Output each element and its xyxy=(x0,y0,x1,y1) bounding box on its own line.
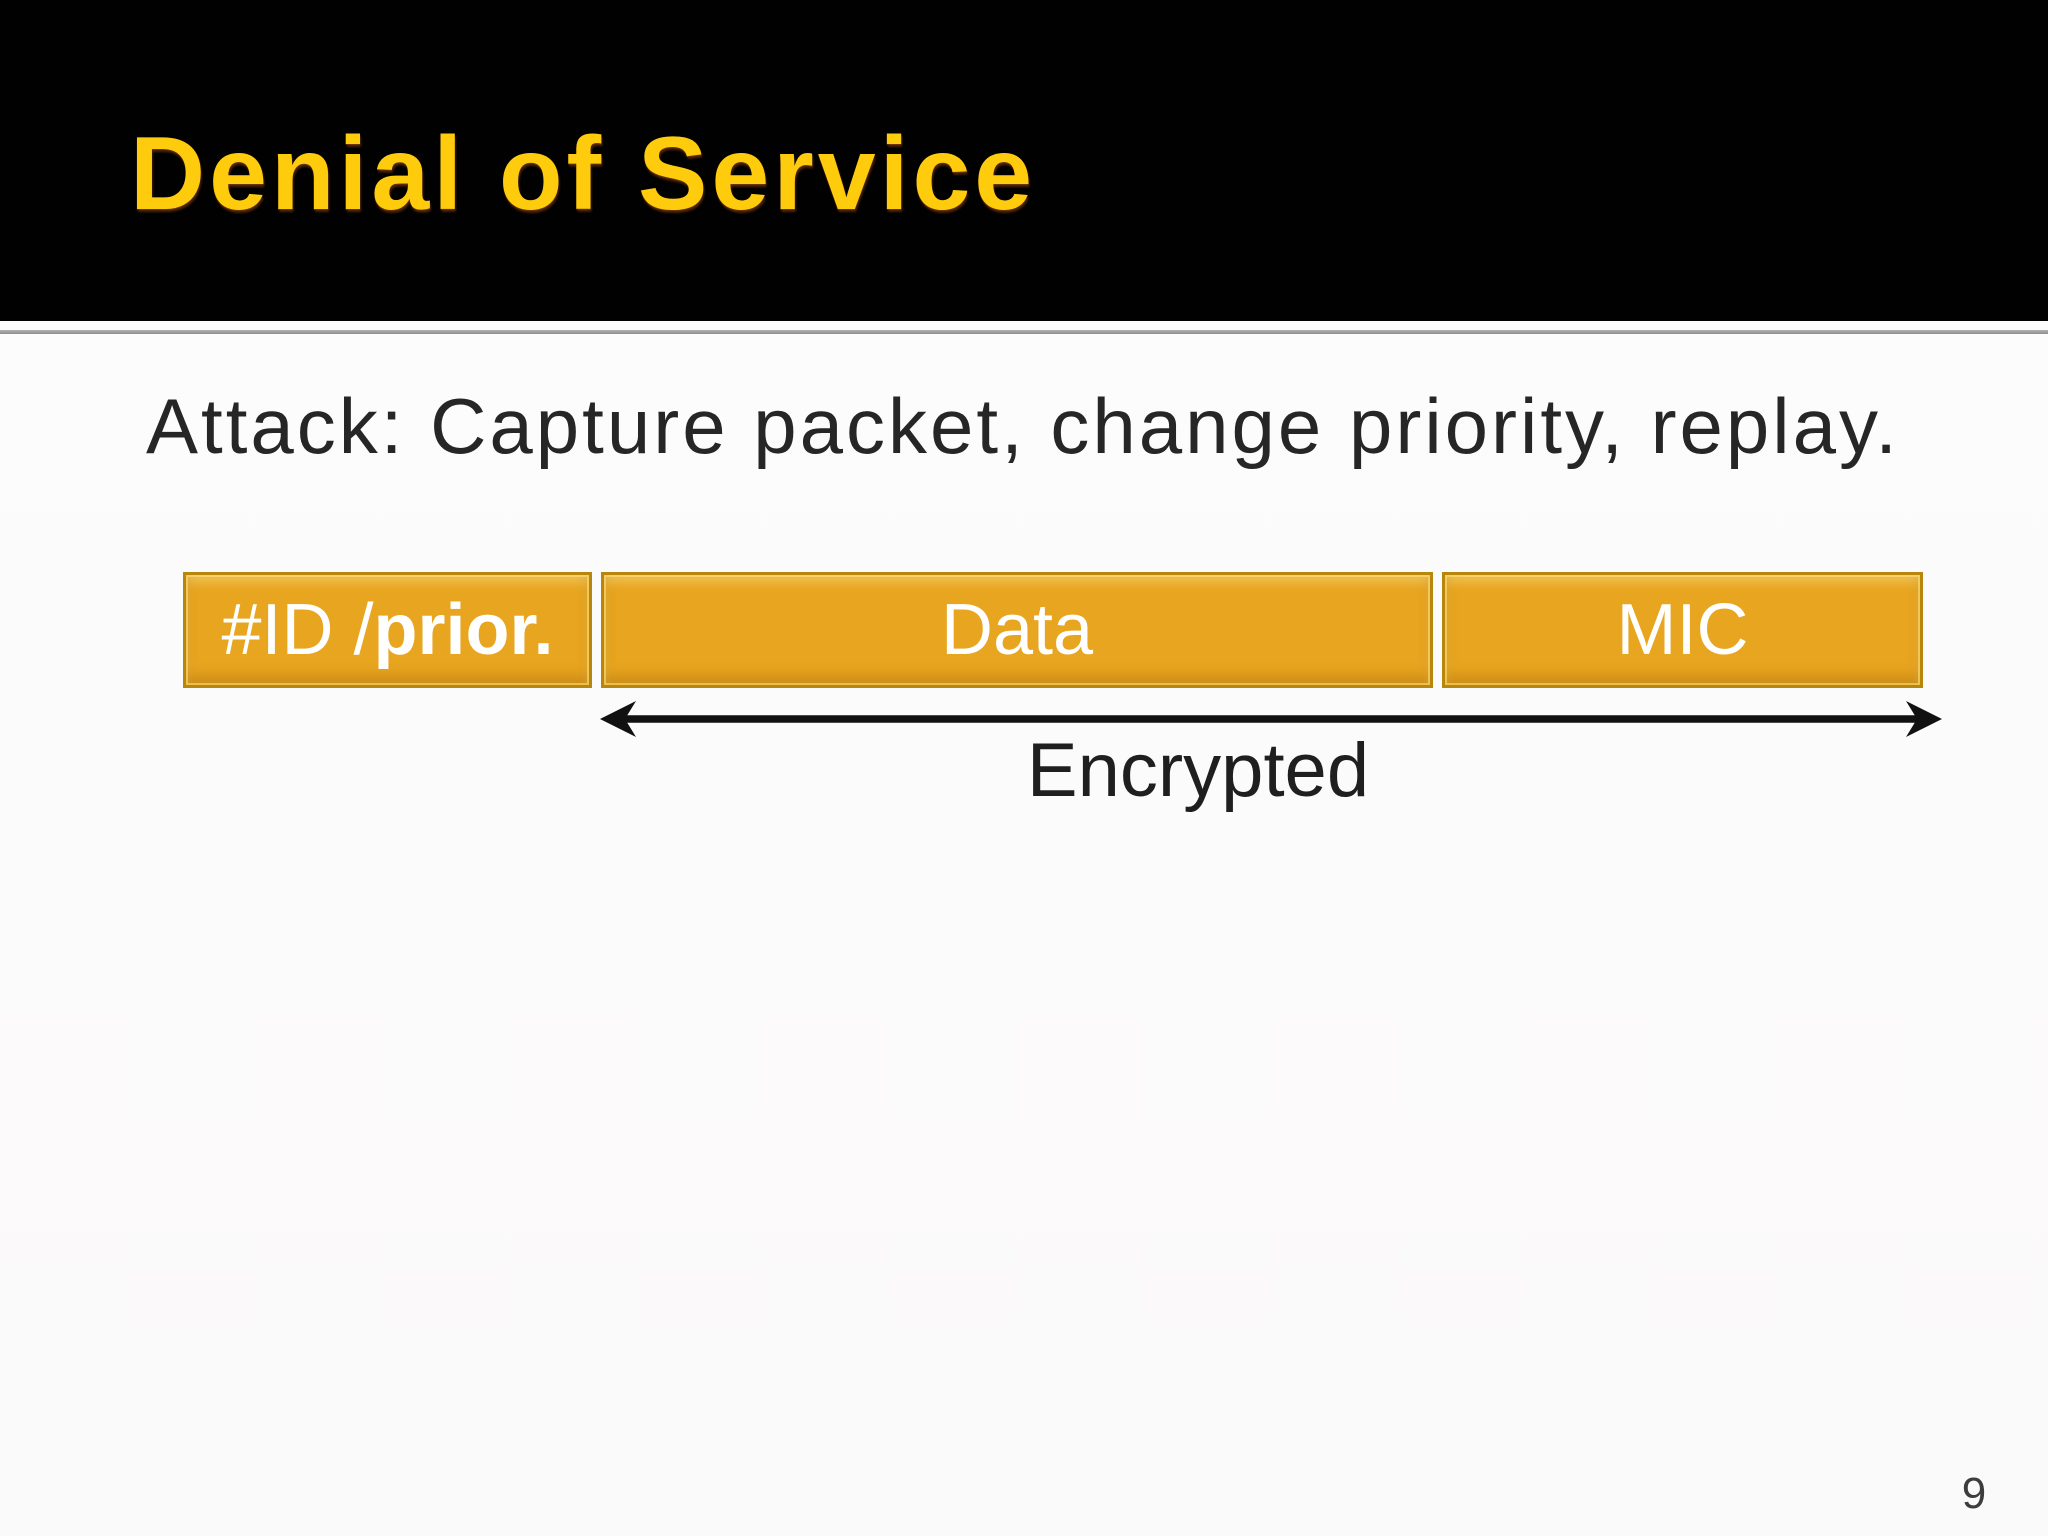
header-divider-line xyxy=(0,330,2048,334)
field-label-priority: prior. xyxy=(373,590,554,670)
title-bar: Denial of Service xyxy=(0,0,2048,321)
field-label-data: Data xyxy=(940,590,1094,670)
packet-diagram: #ID / prior. Data MIC xyxy=(183,572,1924,688)
field-label-mic: MIC xyxy=(1616,590,1749,670)
packet-field-data: Data xyxy=(601,572,1433,688)
arrowhead-left-icon xyxy=(600,701,636,737)
encrypted-span-arrow xyxy=(600,701,1942,737)
field-label-id: #ID / xyxy=(221,590,374,670)
attack-description: Attack: Capture packet, change priority,… xyxy=(146,382,1900,470)
slide-title: Denial of Service xyxy=(130,116,1037,232)
encrypted-label: Encrypted xyxy=(1026,728,1370,813)
packet-field-id-priority: #ID / prior. xyxy=(183,572,592,688)
arrowhead-right-icon xyxy=(1906,701,1942,737)
packet-field-mic: MIC xyxy=(1442,572,1923,688)
page-number: 9 xyxy=(1961,1469,1987,1518)
